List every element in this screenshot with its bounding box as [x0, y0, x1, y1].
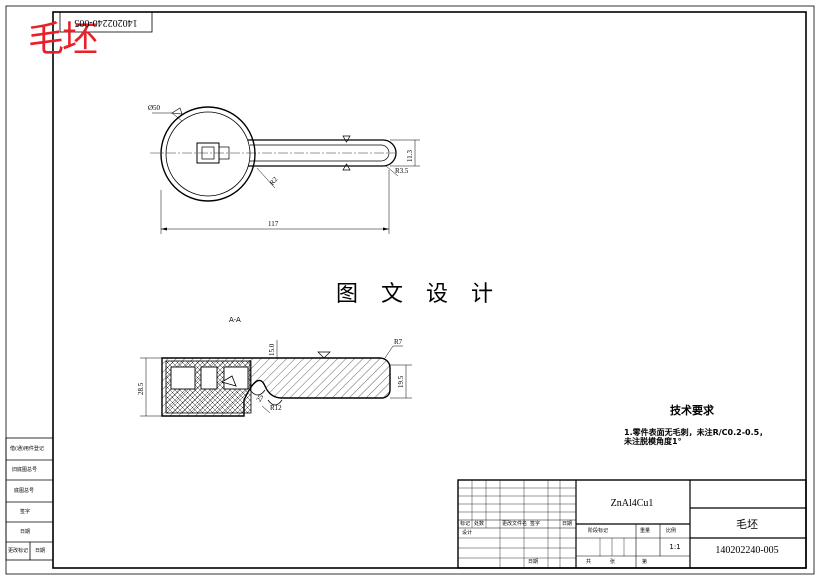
rev-header: 日期	[562, 521, 573, 527]
date-label: 日期	[528, 559, 539, 565]
top-view	[150, 106, 420, 234]
sheets-label: 共	[586, 559, 592, 565]
rev-header: 标记	[460, 521, 471, 527]
blank-stamp: 毛坯	[28, 19, 98, 60]
drawing-number: 140202240-005	[715, 545, 779, 556]
top-code-box	[59, 11, 153, 33]
part-name: 毛坯	[736, 518, 758, 531]
left-row-label: 借(通)用件登记	[10, 446, 44, 452]
left-bottom-right: 日期	[35, 548, 46, 554]
tech-requirements-note: 1.零件表面无毛刺，未注R/C0.2-0.5，未注脱模角度1°	[624, 428, 768, 446]
left-row-label: 旧底图总号	[12, 467, 38, 473]
dim-tip-r: R7	[394, 338, 403, 346]
design-label: 设计	[462, 530, 473, 536]
left-row-label: 签字	[20, 509, 31, 515]
tech-requirements-title: 技术要求	[670, 404, 714, 417]
top-drawing-code: 140202240-005	[74, 17, 138, 28]
rev-header: 签字	[530, 521, 541, 527]
dim-left-height: 28.5	[137, 382, 145, 395]
material-spec: ZnAl4Cu1	[610, 498, 654, 509]
approve-label: 张	[610, 559, 616, 565]
left-row-label: 底图总号	[14, 488, 35, 494]
dim-top-thickness: 15.0	[268, 343, 276, 356]
dim-handle-width: 11.3	[406, 150, 414, 162]
dim-circle-diameter: Ø50	[148, 104, 161, 112]
section-label: A-A	[229, 316, 241, 324]
dim-right-height: 19.5	[397, 375, 405, 388]
inner-border	[52, 11, 807, 569]
scale-value: 1:1	[669, 543, 681, 551]
dim-lower-r: R12	[270, 404, 282, 412]
stage-label: 阶段标记	[588, 528, 609, 534]
section-view	[140, 340, 412, 417]
scale-label: 比例	[666, 528, 677, 534]
rev-header: 处数	[474, 521, 485, 527]
dim-overall-length: 117	[268, 220, 279, 228]
weight-label: 重量	[640, 528, 651, 534]
left-bottom-left: 更改标记	[8, 548, 29, 554]
left-row-label: 日期	[20, 529, 31, 535]
sheet-label: 第	[642, 559, 648, 565]
left-column-table	[5, 437, 54, 561]
rev-header: 更改文件名	[502, 521, 528, 527]
title-block	[457, 479, 807, 569]
dim-tip-radius: R3.5	[395, 167, 409, 175]
outer-border	[5, 5, 815, 575]
center-watermark-title: 图 文 设 计	[336, 282, 501, 307]
